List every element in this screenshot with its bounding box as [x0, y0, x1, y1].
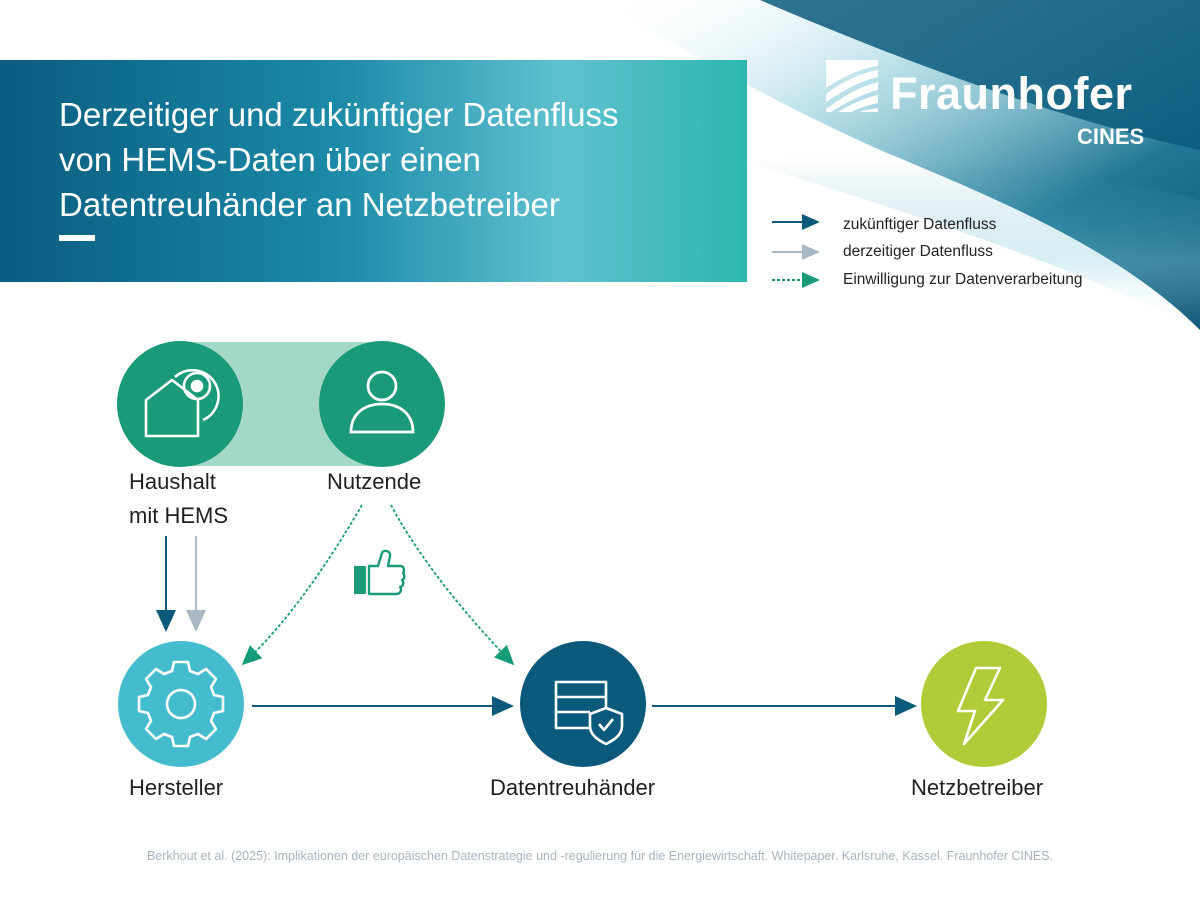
citation: Berkhout et al. (2025): Implikationen de…	[146, 849, 1054, 863]
arrow-nutzende-hersteller-einwilligung	[241, 504, 363, 666]
gear-icon	[137, 660, 225, 748]
legend-label-derzeitig: derzeitiger Datenfluss	[843, 243, 993, 260]
fraunhofer-logo-mark	[826, 60, 878, 112]
thumbs-up-icon	[354, 549, 406, 596]
lightning-icon	[956, 666, 1005, 746]
netzbetreiber-node	[921, 641, 1047, 767]
database-shield-icon	[554, 680, 624, 746]
house-signal-icon	[144, 368, 220, 438]
title-underline	[59, 235, 95, 241]
logo-subtitle: CINES	[1077, 124, 1145, 149]
title-banner	[0, 60, 747, 282]
datentreuhaender-node	[520, 641, 646, 767]
legend-arrows	[772, 214, 820, 288]
nutzende-node	[319, 341, 445, 467]
datentreuhaender-label: Datentreuhänder	[490, 775, 656, 800]
legend-label-zukuenftig: zukünftiger Datenfluss	[843, 216, 997, 233]
logo-wordmark: Fraunhofer	[890, 68, 1133, 119]
haushalt-label: Haushalt mit HEMS	[129, 469, 228, 528]
hersteller-label: Hersteller	[129, 775, 224, 800]
haushalt-node	[117, 341, 243, 467]
nutzende-label: Nutzende	[327, 469, 422, 494]
page-title: Derzeitiger und zukünftiger Datenfluss v…	[59, 96, 619, 223]
hersteller-node	[118, 641, 244, 767]
netzbetreiber-label: Netzbetreiber	[911, 775, 1044, 800]
person-icon	[349, 370, 415, 434]
legend-label-einwilligung: Einwilligung zur Datenverarbeitung	[843, 271, 1083, 288]
arrow-nutzende-datentreuhaender-einwilligung	[390, 504, 515, 666]
